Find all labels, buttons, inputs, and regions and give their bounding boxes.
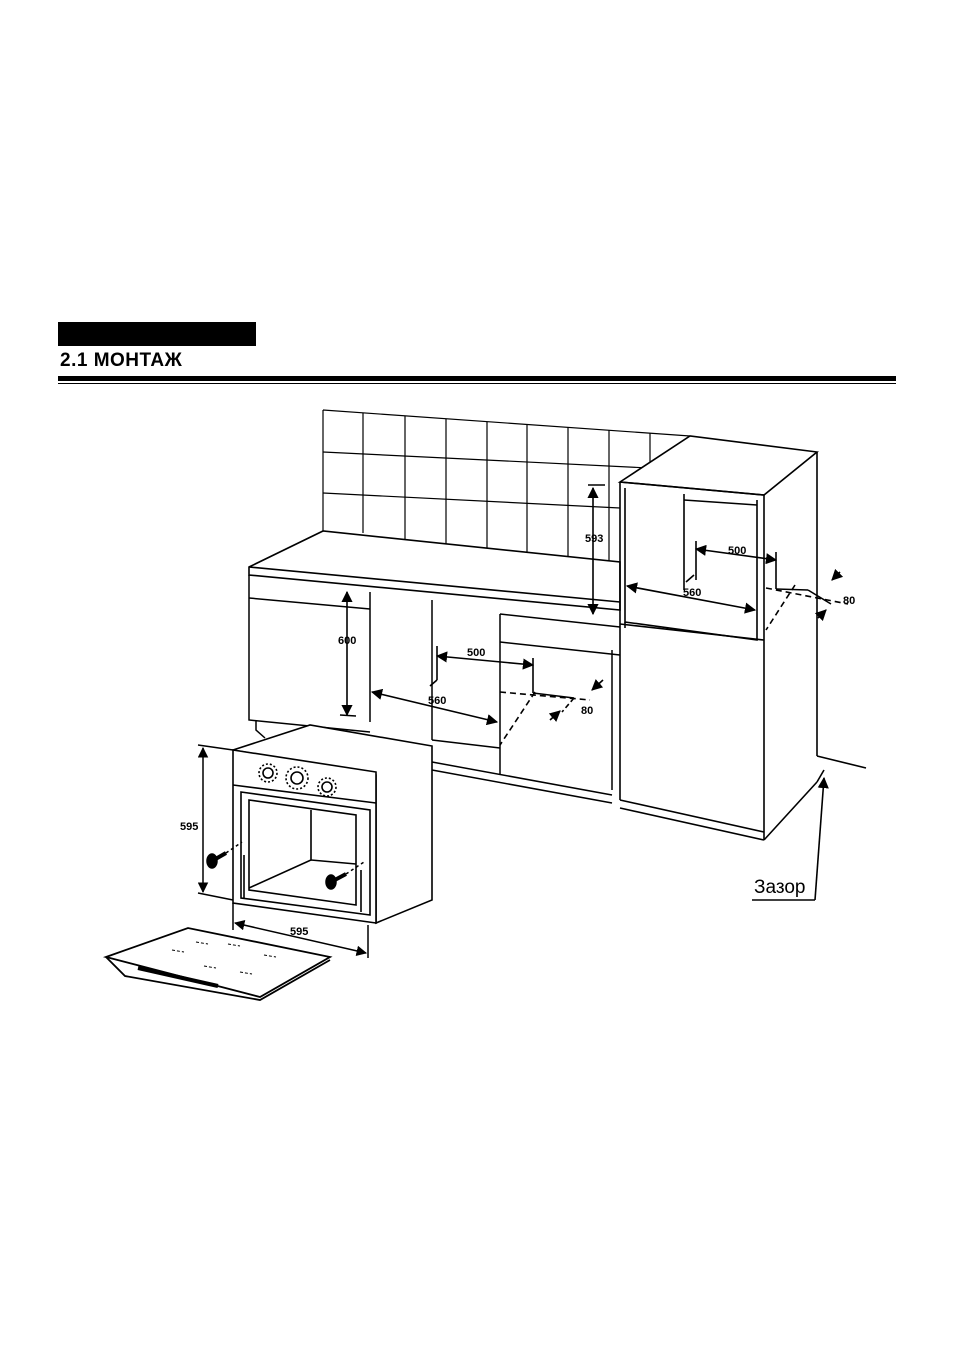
oven <box>233 725 432 923</box>
dim-oven-width: 595 <box>290 926 308 938</box>
dim-oven-height: 595 <box>180 821 198 833</box>
dim-column-gap: 80 <box>843 595 855 607</box>
column-dimensions <box>588 485 848 630</box>
column-cabinet <box>620 436 866 840</box>
under-counter-dimensions <box>340 592 603 745</box>
dim-under-height: 600 <box>338 635 356 647</box>
dim-column-width: 560 <box>683 587 701 599</box>
hob <box>106 928 330 1000</box>
dim-under-depth: 500 <box>467 647 485 659</box>
dim-column-depth: 500 <box>728 545 746 557</box>
gap-label: Зазор <box>754 877 805 898</box>
dim-under-gap: 80 <box>581 705 593 717</box>
dim-under-width: 560 <box>428 695 446 707</box>
dim-column-height: 593 <box>585 533 603 545</box>
worktop <box>249 531 620 610</box>
